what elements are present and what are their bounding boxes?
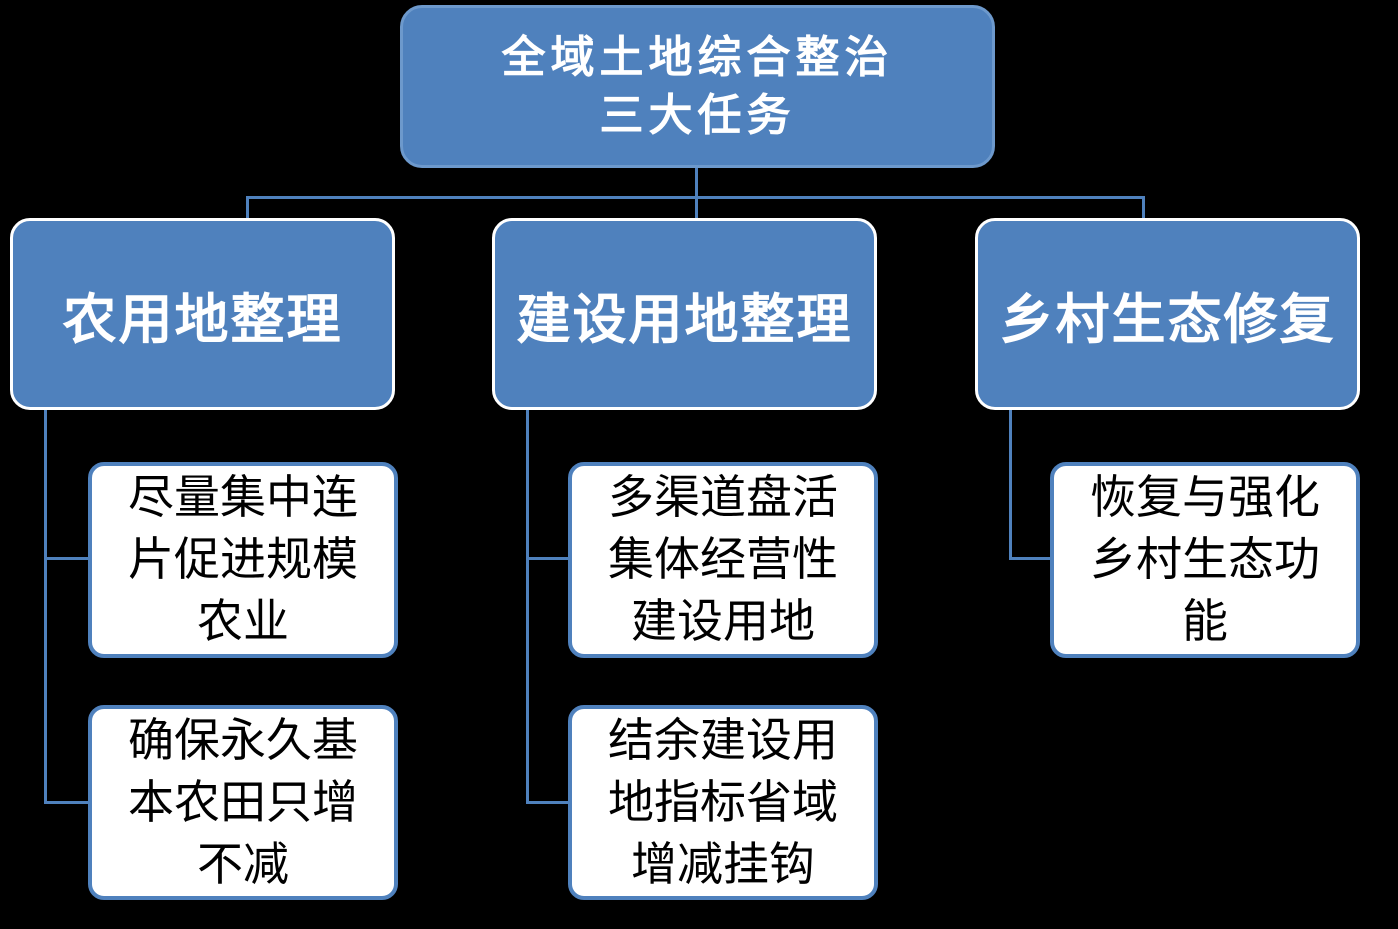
child-text-line: 集体经营性 xyxy=(608,534,838,585)
branch-title: 建设用地整理 xyxy=(516,289,853,350)
root-node-three-major-tasks: 全域土地综合整治 三大任务 xyxy=(400,5,995,168)
child-node-collective-construction-land: 多渠道盘活 集体经营性 建设用地 xyxy=(568,462,878,658)
connector-line xyxy=(695,196,698,219)
child-text-line: 多渠道盘活 xyxy=(608,472,838,523)
child-text-line: 尽量集中连 xyxy=(128,472,358,523)
child-text-line: 确保永久基 xyxy=(128,714,358,766)
child-text-line: 增减挂钩 xyxy=(631,838,815,890)
connector-line xyxy=(1009,408,1012,560)
connector-line xyxy=(526,801,572,804)
child-text-line: 建设用地 xyxy=(631,596,815,647)
child-text-line: 结余建设用 xyxy=(608,714,838,766)
root-title-line-2: 三大任务 xyxy=(599,90,796,140)
child-text-line: 乡村生态功 xyxy=(1090,534,1320,585)
child-text-line: 能 xyxy=(1182,596,1228,647)
child-node-quota-linkage: 结余建设用 地指标省域 增减挂钩 xyxy=(568,705,878,900)
root-title-line-1: 全域土地综合整治 xyxy=(501,32,894,82)
child-node-permanent-farmland: 确保永久基 本农田只增 不减 xyxy=(88,705,398,900)
connector-line xyxy=(246,196,249,219)
child-text-line: 地指标省域 xyxy=(608,776,838,828)
child-node-scale-agriculture: 尽量集中连 片促进规模 农业 xyxy=(88,462,398,658)
branch-node-construction-land-consolidation: 建设用地整理 xyxy=(492,218,877,410)
child-node-ecological-function: 恢复与强化 乡村生态功 能 xyxy=(1050,462,1360,658)
connector-line xyxy=(44,801,92,804)
branch-title: 农用地整理 xyxy=(62,289,343,350)
connector-line xyxy=(1142,196,1145,219)
branch-node-farmland-consolidation: 农用地整理 xyxy=(10,218,395,410)
child-text-line: 恢复与强化 xyxy=(1090,472,1320,523)
child-text-line: 片促进规模 xyxy=(128,534,358,585)
connector-line xyxy=(44,408,47,804)
connector-line xyxy=(1009,557,1054,560)
child-text-line: 本农田只增 xyxy=(128,776,358,828)
connector-line xyxy=(526,557,572,560)
connector-line xyxy=(695,168,698,198)
child-text-line: 农业 xyxy=(197,596,289,647)
child-text-line: 不减 xyxy=(197,838,289,890)
connector-line xyxy=(44,557,92,560)
connector-line xyxy=(526,408,529,804)
branch-title: 乡村生态修复 xyxy=(999,289,1336,350)
branch-node-rural-ecological-restoration: 乡村生态修复 xyxy=(975,218,1360,410)
